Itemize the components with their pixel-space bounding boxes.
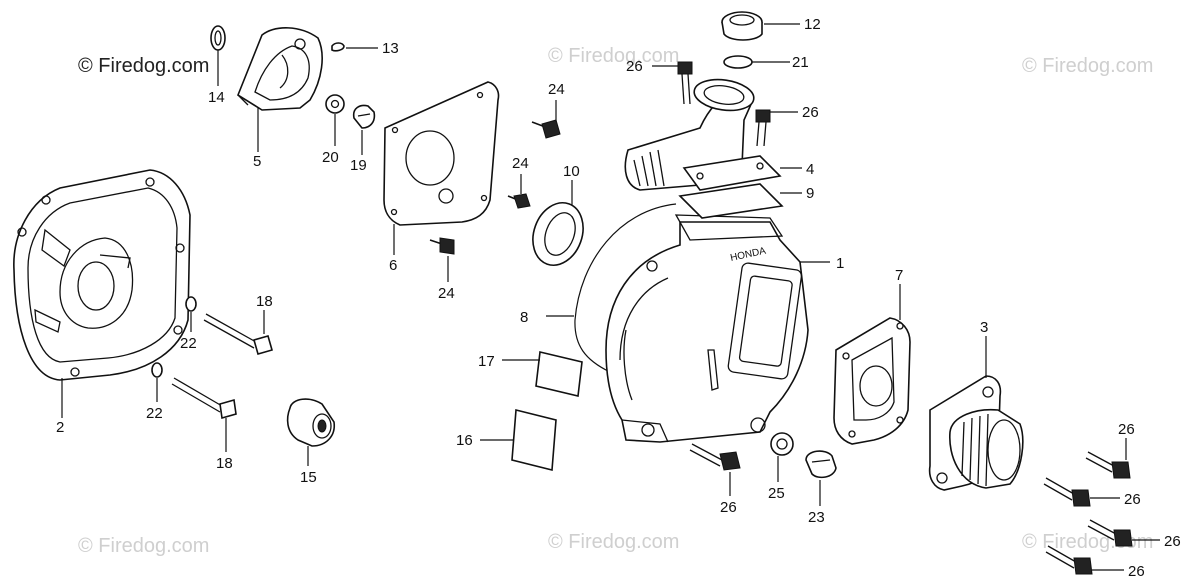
part-19-nut bbox=[352, 104, 376, 129]
part-3-suction-flange bbox=[928, 375, 1024, 491]
watermark-faint: © Firedog.com bbox=[78, 535, 209, 557]
callout-7: 7 bbox=[895, 267, 903, 284]
callout-13: 13 bbox=[382, 40, 399, 57]
part-6-gasket-plate bbox=[383, 81, 500, 226]
part-17-label bbox=[535, 351, 583, 397]
callout-15: 15 bbox=[300, 469, 317, 486]
watermark-faint: © Firedog.com bbox=[548, 45, 679, 67]
callout-3: 3 bbox=[980, 319, 988, 336]
callout-24b: 24 bbox=[512, 155, 529, 172]
callout-18a: 18 bbox=[256, 293, 273, 310]
part-24-bolt bbox=[507, 193, 531, 209]
callout-26d: 26 bbox=[1118, 421, 1135, 438]
callout-1: 1 bbox=[836, 255, 844, 272]
part-15-grommet bbox=[286, 398, 336, 447]
part-16-label bbox=[511, 408, 557, 472]
part-2-pump-cover bbox=[13, 169, 191, 381]
callout-2: 2 bbox=[56, 419, 64, 436]
callout-26g: 26 bbox=[1128, 563, 1145, 580]
callout-26c: 26 bbox=[720, 499, 737, 516]
part-26-bolt bbox=[1087, 519, 1133, 547]
part-20-washer bbox=[325, 94, 345, 114]
part-12-filler-cap bbox=[721, 11, 763, 41]
part-22-washer bbox=[185, 296, 197, 312]
part-25-washer bbox=[770, 432, 794, 456]
callout-24c: 24 bbox=[438, 285, 455, 302]
watermark-faint: © Firedog.com bbox=[1022, 531, 1153, 553]
callout-26e: 26 bbox=[1124, 491, 1141, 508]
callout-19: 19 bbox=[350, 157, 367, 174]
part-9-gasket bbox=[678, 183, 784, 219]
callout-26a: 26 bbox=[626, 58, 643, 75]
part-13-key bbox=[331, 42, 345, 52]
callout-21: 21 bbox=[792, 54, 809, 71]
part-26-bolt bbox=[677, 61, 693, 105]
callout-25: 25 bbox=[768, 485, 785, 502]
callout-17: 17 bbox=[478, 353, 495, 370]
part-24-bolt bbox=[531, 119, 561, 139]
callout-26b: 26 bbox=[802, 104, 819, 121]
callout-10: 10 bbox=[563, 163, 580, 180]
part-24-bolt bbox=[429, 237, 455, 255]
part-22-washer bbox=[151, 362, 163, 378]
callout-12: 12 bbox=[804, 16, 821, 33]
watermark-faint: © Firedog.com bbox=[548, 531, 679, 553]
callout-22a: 22 bbox=[180, 335, 197, 352]
part-23-drain-plug bbox=[805, 450, 837, 479]
part-26-bolt bbox=[1085, 451, 1131, 479]
callout-22b: 22 bbox=[146, 405, 163, 422]
part-5-bracket bbox=[237, 27, 323, 111]
watermark-main: © Firedog.com bbox=[78, 55, 209, 77]
part-10-seal bbox=[532, 202, 584, 266]
callout-23: 23 bbox=[808, 509, 825, 526]
part-14-ring bbox=[210, 25, 226, 51]
callout-18b: 18 bbox=[216, 455, 233, 472]
callout-26f: 26 bbox=[1164, 533, 1181, 550]
part-18-bolt bbox=[171, 377, 237, 420]
callout-5: 5 bbox=[253, 153, 261, 170]
part-7-gasket bbox=[833, 317, 911, 445]
watermark-faint: © Firedog.com bbox=[1022, 55, 1153, 77]
part-18-bolt bbox=[203, 313, 273, 355]
callout-24a: 24 bbox=[548, 81, 565, 98]
part-26-bolt bbox=[1043, 477, 1091, 507]
callout-6: 6 bbox=[389, 257, 397, 274]
part-21-o-ring bbox=[723, 55, 753, 69]
callout-8: 8 bbox=[520, 309, 528, 326]
callout-9: 9 bbox=[806, 185, 814, 202]
callout-14: 14 bbox=[208, 89, 225, 106]
part-26-bolt bbox=[755, 109, 771, 147]
part-8-o-ring bbox=[574, 203, 677, 373]
callout-4: 4 bbox=[806, 161, 814, 178]
part-1-pump-casing: HONDA bbox=[605, 214, 809, 443]
callout-20: 20 bbox=[322, 149, 339, 166]
part-26-bolt bbox=[1045, 545, 1093, 575]
part-4-discharge-elbow bbox=[624, 78, 782, 191]
part-26-bolt bbox=[689, 443, 741, 471]
callout-16: 16 bbox=[456, 432, 473, 449]
